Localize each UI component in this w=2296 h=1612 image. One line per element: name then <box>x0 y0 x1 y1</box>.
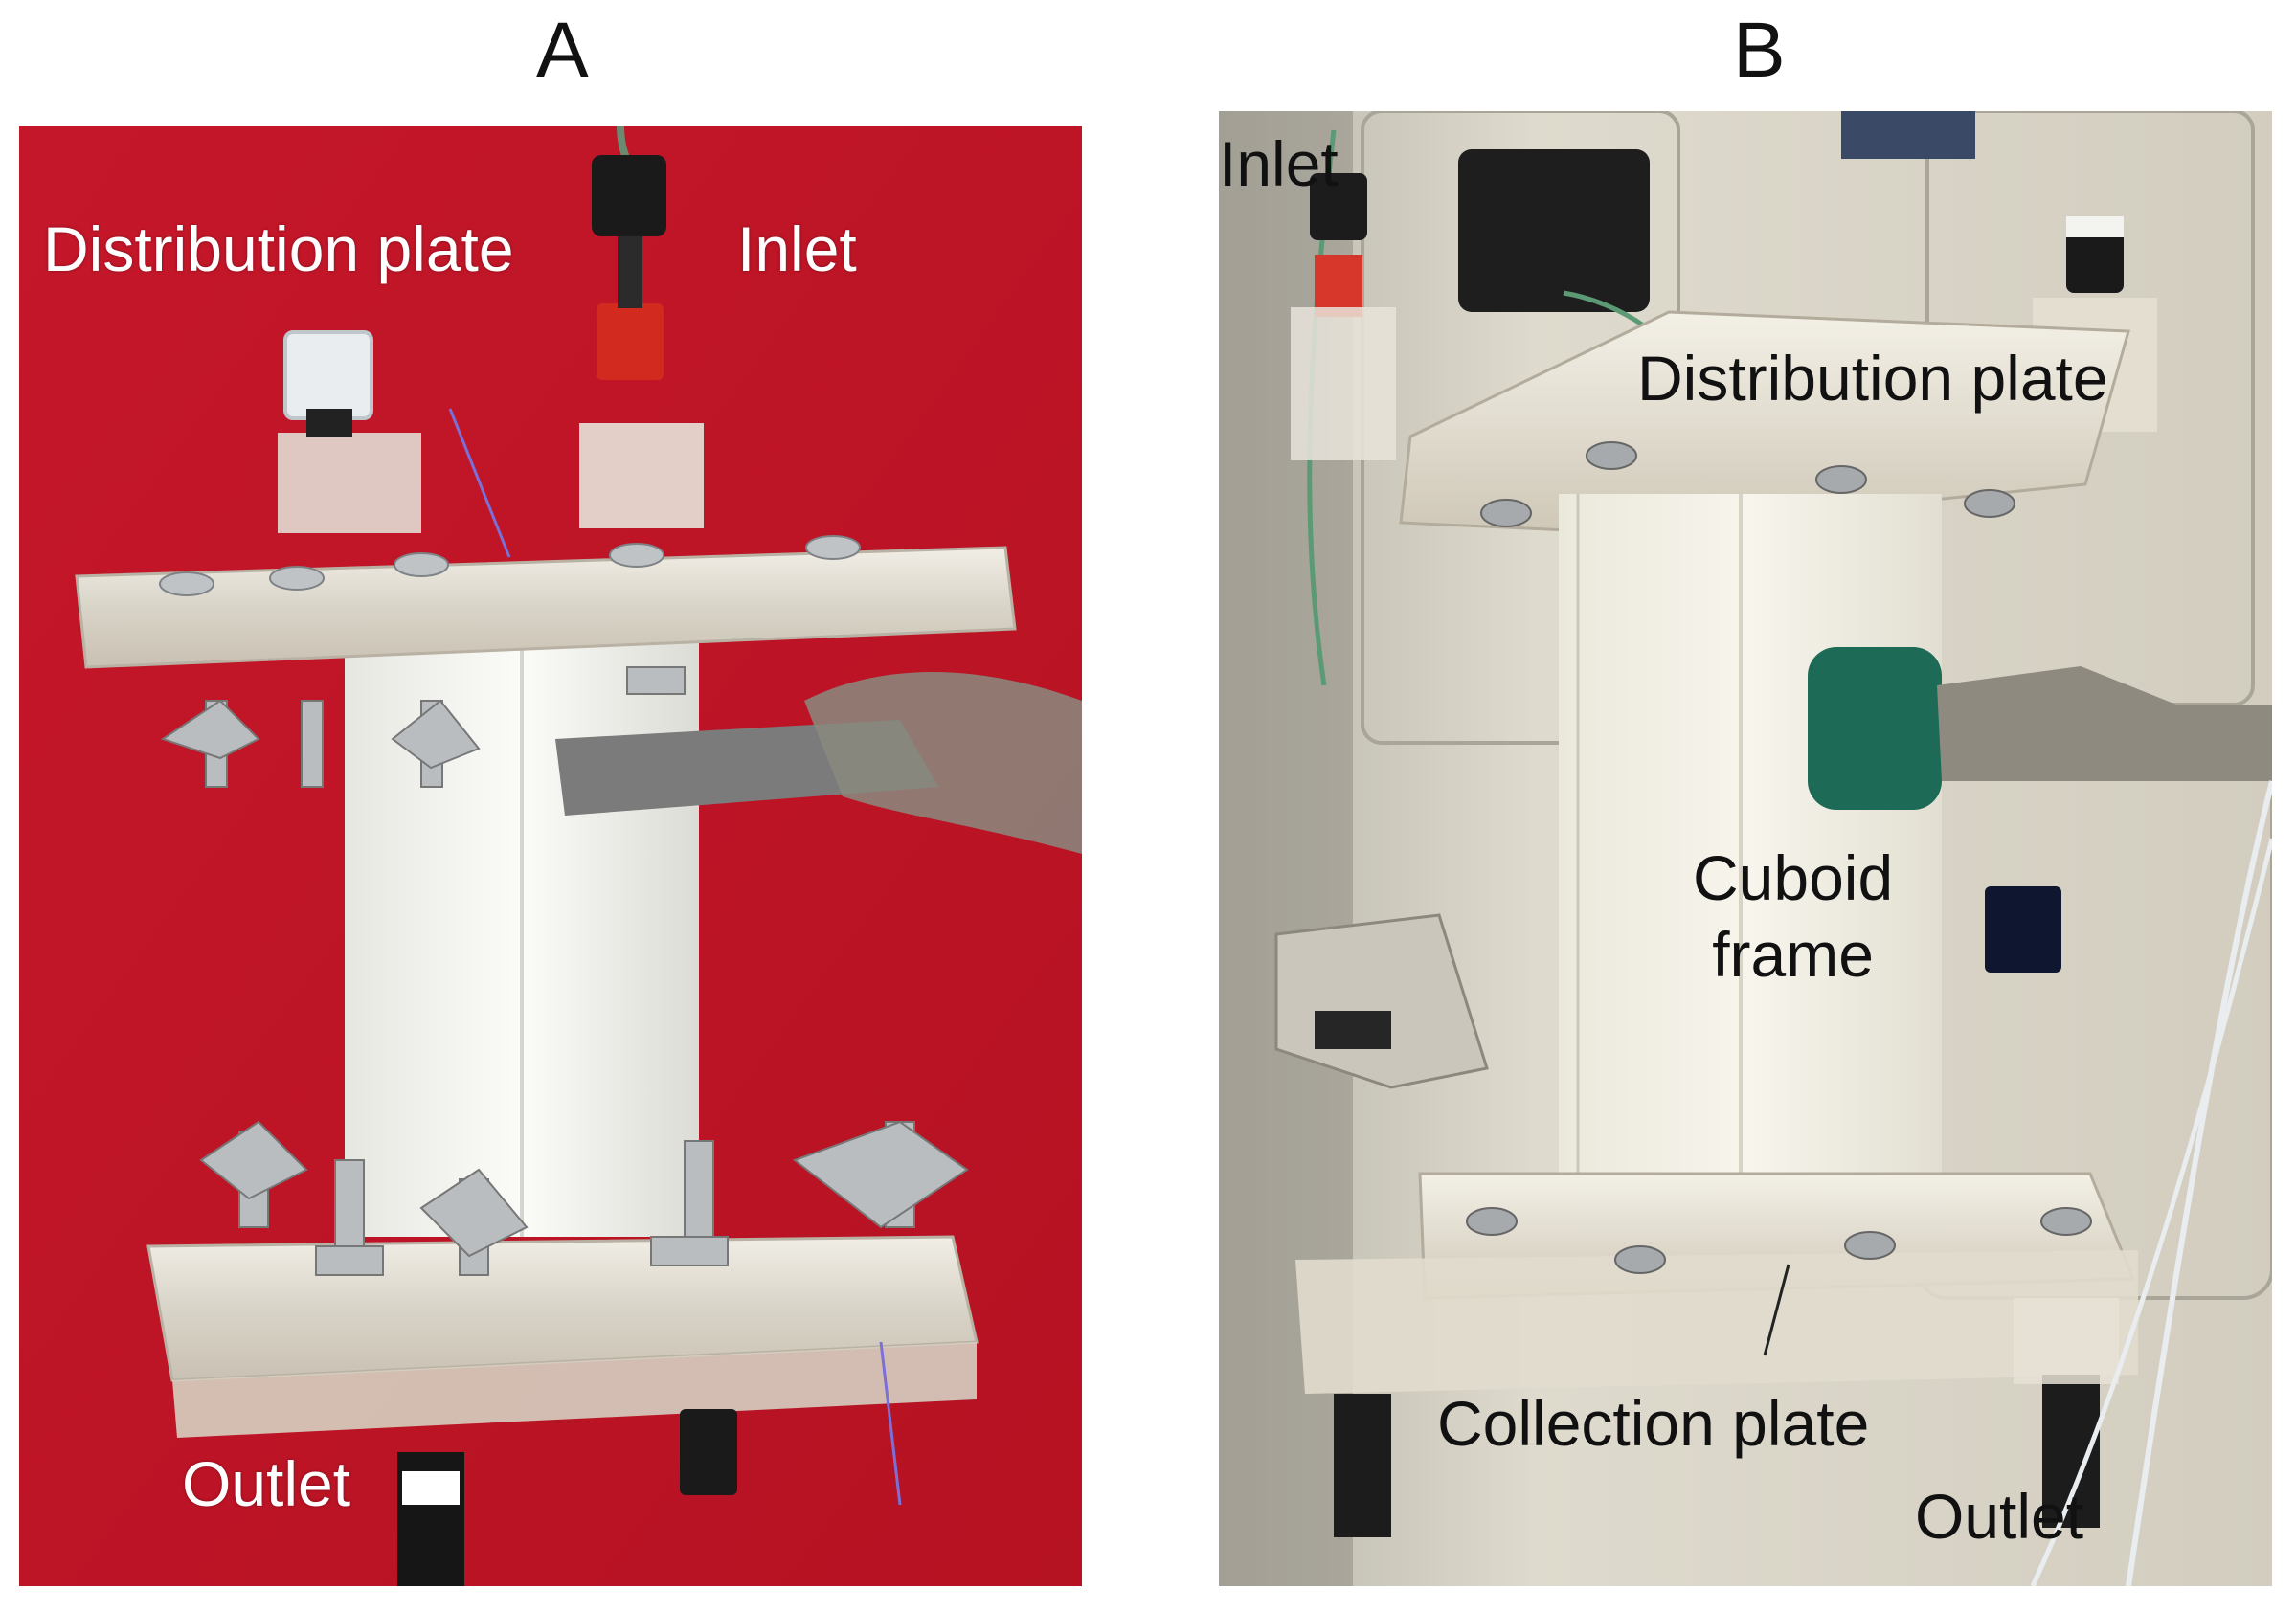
label-inlet-b: Inlet <box>1219 128 1339 199</box>
label-cuboid-frame-b: Cuboid frame <box>1693 846 1893 986</box>
panel-a-photo: Distribution plate Inlet Outlet <box>19 126 1082 1586</box>
label-outlet-a: Outlet <box>182 1448 351 1519</box>
label-distribution-plate-a: Distribution plate <box>43 213 514 284</box>
label-cuboid-frame-line1: Cuboid <box>1693 842 1894 913</box>
label-outlet-b: Outlet <box>1915 1481 2084 1552</box>
label-cuboid-frame-line2: frame <box>1712 919 1874 990</box>
column-photo-a <box>19 126 1082 1586</box>
panel-b-photo: Inlet Distribution plate Cuboid frame Co… <box>1219 111 2272 1586</box>
label-inlet-a: Inlet <box>737 213 857 284</box>
panel-b-letter: B <box>1733 7 1786 94</box>
column-photo-b <box>1219 111 2272 1586</box>
label-distribution-plate-b: Distribution plate <box>1637 343 2108 414</box>
panel-a-letter: A <box>536 7 589 94</box>
label-collection-plate-b: Collection plate <box>1437 1388 1870 1459</box>
